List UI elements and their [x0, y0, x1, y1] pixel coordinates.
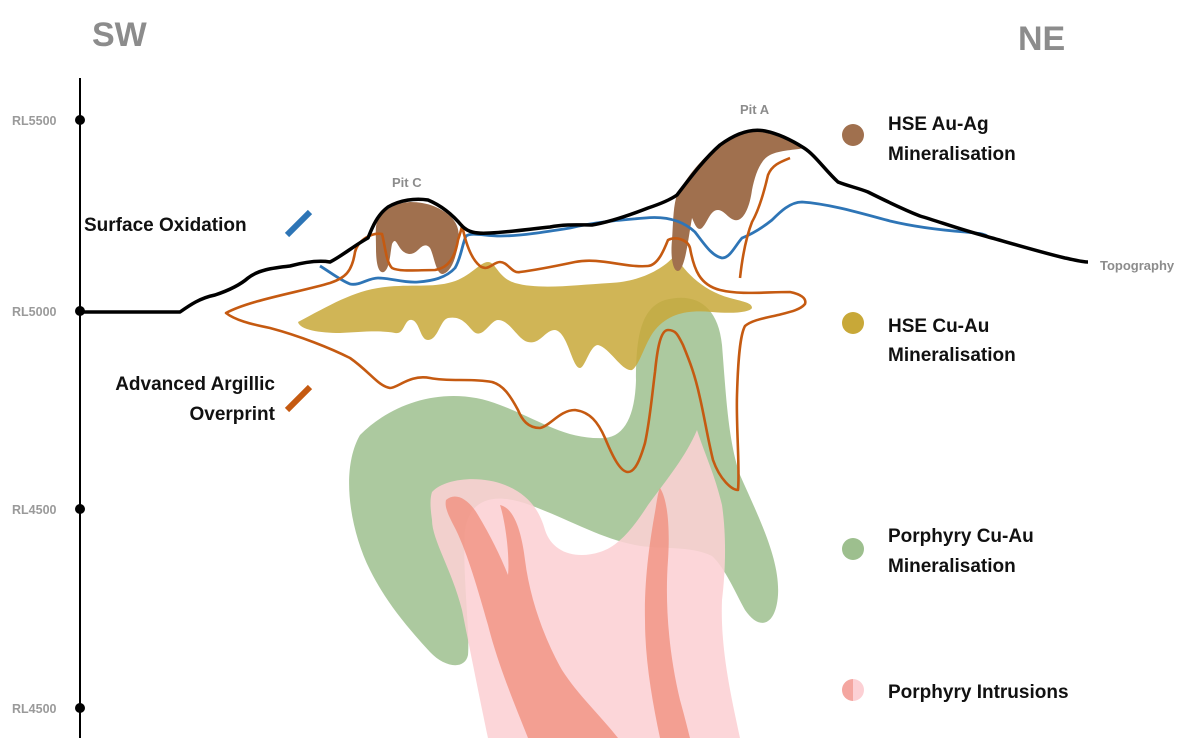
legend-label: Mineralisation [888, 556, 1016, 577]
elevation-axis: RL5500 RL5000 RL4500 RL4500 [12, 78, 85, 738]
legend-label: Mineralisation [888, 345, 1016, 366]
direction-sw-label: SW [92, 16, 148, 54]
axis-tick-dot [75, 703, 85, 713]
legend-item-porphyry-cu-au: Porphyry Cu-Au Mineralisation [842, 526, 1034, 577]
surface-oxidation-label: Surface Oxidation [84, 215, 247, 236]
elevation-label: RL5500 [12, 114, 57, 128]
legend-label: HSE Au-Ag [888, 114, 989, 135]
argillic-key [287, 387, 310, 410]
legend-swatch-hse-cu-au [842, 312, 864, 334]
argillic-label-line2: Overprint [189, 404, 275, 425]
argillic-label-line1: Advanced Argillic [115, 374, 275, 395]
direction-ne-label: NE [1018, 20, 1065, 58]
legend: HSE Au-Ag Mineralisation HSE Cu-Au Miner… [842, 114, 1069, 703]
legend-item-hse-au-ag: HSE Au-Ag Mineralisation [842, 114, 1016, 165]
pit-a-label: Pit A [740, 102, 770, 117]
axis-tick-dot [75, 115, 85, 125]
legend-item-hse-cu-au: HSE Cu-Au Mineralisation [842, 312, 1016, 366]
legend-label: Porphyry Cu-Au [888, 526, 1034, 547]
elevation-label: RL4500 [12, 503, 57, 517]
pit-c-label: Pit C [392, 175, 422, 190]
elevation-label: RL5000 [12, 305, 57, 319]
legend-swatch-intrusion-core [842, 679, 853, 701]
legend-item-porphyry-intrusions: Porphyry Intrusions [842, 679, 1069, 703]
legend-label: Mineralisation [888, 144, 1016, 165]
legend-label: Porphyry Intrusions [888, 682, 1069, 703]
legend-swatch-porphyry-cu-au [842, 538, 864, 560]
topography-label: Topography [1100, 258, 1175, 273]
legend-swatch-intrusion-outer [853, 679, 864, 701]
legend-label: HSE Cu-Au [888, 316, 989, 337]
legend-swatch-hse-au-ag [842, 124, 864, 146]
axis-tick-dot [75, 504, 85, 514]
surface-oxidation-key [287, 212, 310, 235]
elevation-label: RL4500 [12, 702, 57, 716]
